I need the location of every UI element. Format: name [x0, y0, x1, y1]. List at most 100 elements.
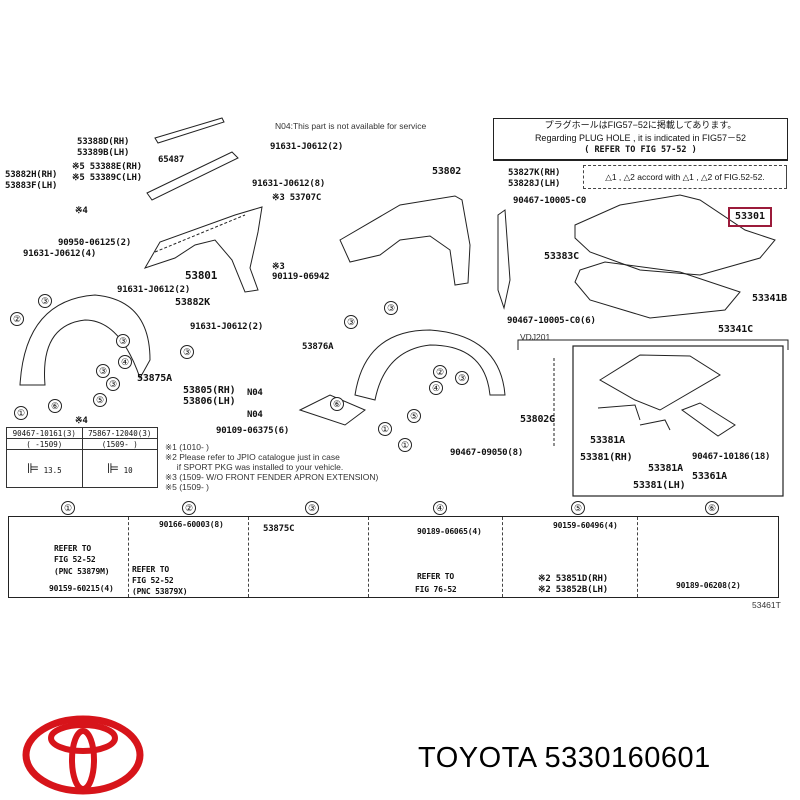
plug-hole-note: プラグホールはFIG57−52に掲載してあります。 Regarding PLUG…: [493, 118, 788, 161]
part-label[interactable]: 91631-J0612(2): [117, 285, 191, 295]
part-label[interactable]: 53341B: [752, 293, 787, 304]
footnote: ※5 (1509- ): [165, 482, 209, 492]
front-fender-53802: [339, 195, 471, 286]
part-label[interactable]: 90189-06065(4): [417, 527, 482, 536]
clip-image: ⊫ 10: [81, 449, 158, 488]
part-label[interactable]: 53361A: [692, 471, 727, 482]
part-label[interactable]: 90467-10186(18): [692, 452, 771, 462]
part-label[interactable]: 53805(RH): [183, 385, 236, 396]
brand-part-number: TOYOTA 5330160601: [418, 742, 711, 774]
part-label[interactable]: 53876A: [302, 342, 334, 352]
panel-number: ③: [305, 501, 319, 515]
detail-panel-2: 90166-60003(8) REFER TO FIG 52-52 (PNC 5…: [129, 517, 249, 597]
hood-insulator: [574, 261, 741, 319]
clip-range: (1509- ): [81, 438, 158, 450]
part-label[interactable]: 53875A: [137, 373, 172, 384]
part-label[interactable]: ※2 53851D(RH): [538, 574, 608, 584]
moulding-strip: [154, 117, 225, 144]
fender-liner-left: [19, 294, 151, 386]
panel-text: FIG 52-52: [54, 555, 96, 564]
clip-image: ⊫ 13.5: [6, 449, 83, 488]
note-marker: ※4: [75, 206, 88, 216]
part-label[interactable]: 53381(LH): [633, 480, 686, 491]
highlighted-part-53301[interactable]: 53301: [728, 207, 772, 227]
part-label[interactable]: 53801: [185, 269, 218, 282]
part-label[interactable]: 53381(RH): [580, 452, 633, 463]
part-label[interactable]: 53875C: [263, 524, 295, 534]
hood-side-seal: [497, 209, 511, 310]
part-label[interactable]: 90467-10005-C0: [513, 196, 587, 206]
clip-table: 90467-10161(3)75867-12040(3) ( -1509)(15…: [6, 427, 158, 488]
part-label[interactable]: 90950-06125(2): [58, 238, 132, 248]
part-label[interactable]: 53383C: [544, 251, 579, 262]
panel-number: ⑤: [571, 501, 585, 515]
part-label[interactable]: 90467-10005-C0(6): [507, 316, 596, 326]
callout-3: ③: [180, 345, 194, 359]
part-label[interactable]: 53883F(LH): [5, 181, 58, 191]
part-label[interactable]: N04: [247, 410, 263, 420]
detail-panel-1: REFER TO FIG 52-52 (PNC 53879M) 90159-60…: [9, 517, 129, 597]
part-label[interactable]: 90189-06208(2): [676, 581, 741, 590]
part-label[interactable]: 90166-60003(8): [159, 520, 224, 529]
clip-header: 90467-10161(3): [6, 427, 83, 439]
plug-hole-note-jp: プラグホールはFIG57−52に掲載してあります。: [544, 120, 737, 130]
figure-code: 53461T: [752, 600, 781, 610]
callout-3: ③: [344, 315, 358, 329]
accord-note: △1 , △2 accord with △1 , △2 of FIG.52-52…: [583, 165, 787, 189]
part-label[interactable]: 65487: [158, 155, 185, 165]
panel-text: FIG 52-52: [132, 576, 174, 585]
callout-4: ④: [429, 381, 443, 395]
hood-53301: [574, 194, 776, 276]
part-label[interactable]: 91631-J0612(2): [270, 142, 344, 152]
callout-5: ⑤: [407, 409, 421, 423]
front-fender-53801: [143, 206, 263, 293]
part-label[interactable]: 53882H(RH): [5, 170, 58, 180]
panel-text: REFER TO: [54, 544, 91, 553]
part-label[interactable]: 53827K(RH): [508, 168, 561, 178]
detail-panel-6: 90189-06208(2): [638, 517, 778, 597]
callout-5: ⑤: [93, 393, 107, 407]
callout-3: ③: [96, 364, 110, 378]
part-label[interactable]: 90467-09050(8): [450, 448, 524, 458]
part-label[interactable]: 53802: [432, 166, 462, 177]
part-label[interactable]: N04: [247, 388, 263, 398]
seal-53361A: [680, 402, 736, 437]
part-label[interactable]: 90109-06375(6): [216, 426, 290, 436]
part-label[interactable]: 53806(LH): [183, 396, 236, 407]
panel-text: FIG 76-52: [415, 585, 457, 594]
footnote: if SPORT PKG was installed to your vehic…: [165, 462, 344, 472]
part-label[interactable]: ※2 53852B(LH): [538, 585, 608, 595]
part-label[interactable]: 91631-J0612(8): [252, 179, 326, 189]
callout-1: ①: [398, 438, 412, 452]
footnote: ※1 (1010- ): [165, 442, 209, 452]
clip-range: ( -1509): [6, 438, 83, 450]
panel-text: (PNC 53879M): [54, 567, 110, 576]
callout-6: ⑥: [48, 399, 62, 413]
part-label[interactable]: 91631-J0612(4): [23, 249, 97, 259]
note-marker: ※3: [272, 262, 285, 272]
part-label[interactable]: 53388D(RH): [77, 137, 130, 147]
part-label[interactable]: 53802G: [520, 414, 555, 425]
part-label[interactable]: 53341C: [718, 324, 753, 335]
part-label[interactable]: 53389B(LH): [77, 148, 130, 158]
part-label[interactable]: ※5 53388E(RH): [72, 162, 142, 172]
plug-hole-note-en: Regarding PLUG HOLE , it is indicated in…: [534, 132, 747, 143]
clip-dim: 10: [123, 465, 133, 475]
part-label[interactable]: 90119-06942: [272, 272, 330, 282]
part-label[interactable]: 90159-60496(4): [553, 521, 618, 530]
panel-number: ⑥: [705, 501, 719, 515]
callout-6: ⑥: [330, 397, 344, 411]
part-label[interactable]: 53828J(LH): [508, 179, 561, 189]
part-label[interactable]: ※5 53389C(LH): [72, 173, 142, 183]
clip-header: 75867-12040(3): [81, 427, 158, 439]
toyota-logo: [22, 715, 144, 795]
n04-note: N04:This part is not available for servi…: [275, 121, 427, 131]
part-label[interactable]: ※3 53707C: [272, 193, 322, 203]
panel-number: ②: [182, 501, 196, 515]
part-label[interactable]: 53381A: [648, 463, 683, 474]
part-label[interactable]: 53882K: [175, 297, 210, 308]
part-label[interactable]: 53381A: [590, 435, 625, 446]
part-label[interactable]: 91631-J0612(2): [190, 322, 264, 332]
part-label[interactable]: 90159-60215(4): [49, 584, 114, 593]
callout-3: ③: [455, 371, 469, 385]
